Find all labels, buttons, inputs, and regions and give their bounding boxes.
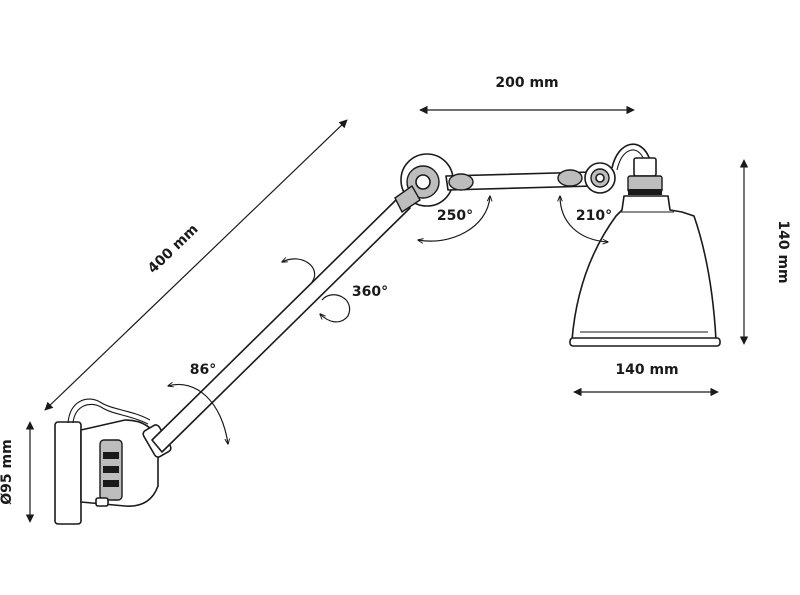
dim-200-label: 200 mm bbox=[495, 75, 558, 91]
wall-plate bbox=[54, 421, 82, 525]
base-ring-band-3 bbox=[103, 480, 119, 487]
base-ring-band bbox=[103, 452, 119, 459]
rotation-arrows bbox=[168, 196, 608, 444]
base-ring-band-2 bbox=[103, 466, 119, 473]
dim-140-width-label: 140 mm bbox=[615, 362, 678, 378]
dim-140-height-label: 140 mm bbox=[775, 220, 791, 283]
rot-360-label: 360° bbox=[352, 284, 388, 300]
shade-cap bbox=[633, 157, 657, 177]
rot-250-label: 250° bbox=[437, 208, 473, 224]
dim-400-line bbox=[44, 119, 348, 411]
dimension-lines bbox=[25, 105, 749, 523]
rot-360-arrow-lower bbox=[320, 294, 351, 323]
shade-rim bbox=[569, 337, 721, 347]
dim-95-label: Ø95 mm bbox=[0, 439, 15, 504]
shade-hook-inner bbox=[616, 149, 645, 171]
rot-250-arrow bbox=[418, 196, 490, 241]
wall-base bbox=[54, 398, 172, 525]
elbow-joint bbox=[394, 153, 454, 214]
upper-arm bbox=[445, 169, 595, 191]
rot-210-label: 210° bbox=[576, 208, 612, 224]
upper-arm-knob bbox=[448, 173, 474, 191]
rot-86-arrow bbox=[168, 384, 228, 444]
rot-86-label: 86° bbox=[190, 362, 216, 378]
rot-360-arrow-upper bbox=[282, 259, 316, 283]
elbow-pin bbox=[415, 174, 431, 190]
base-screw bbox=[95, 497, 109, 507]
upper-arm-knob-2 bbox=[557, 169, 583, 187]
shade-joint bbox=[584, 143, 663, 195]
shade-joint-pin bbox=[595, 173, 605, 183]
shade-collar-band bbox=[628, 189, 662, 195]
rot-210-arrow bbox=[560, 196, 608, 242]
shade-hook bbox=[611, 143, 651, 169]
